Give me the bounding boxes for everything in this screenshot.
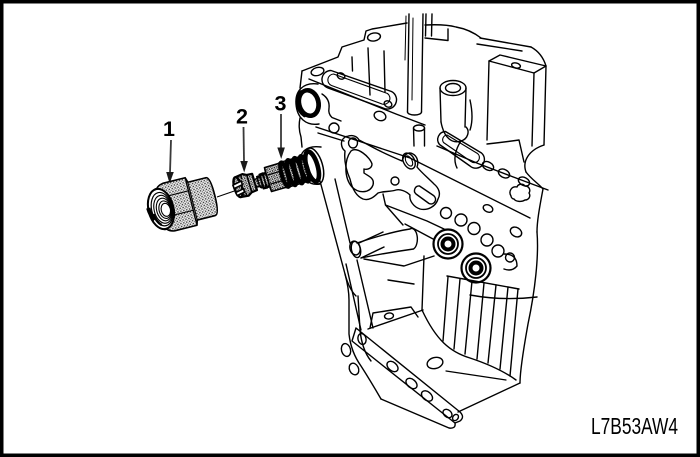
svg-text:3: 3 xyxy=(275,92,287,116)
svg-text:L7B53AW4: L7B53AW4 xyxy=(591,413,678,439)
svg-text:2: 2 xyxy=(236,105,248,129)
svg-text:1: 1 xyxy=(163,117,175,141)
